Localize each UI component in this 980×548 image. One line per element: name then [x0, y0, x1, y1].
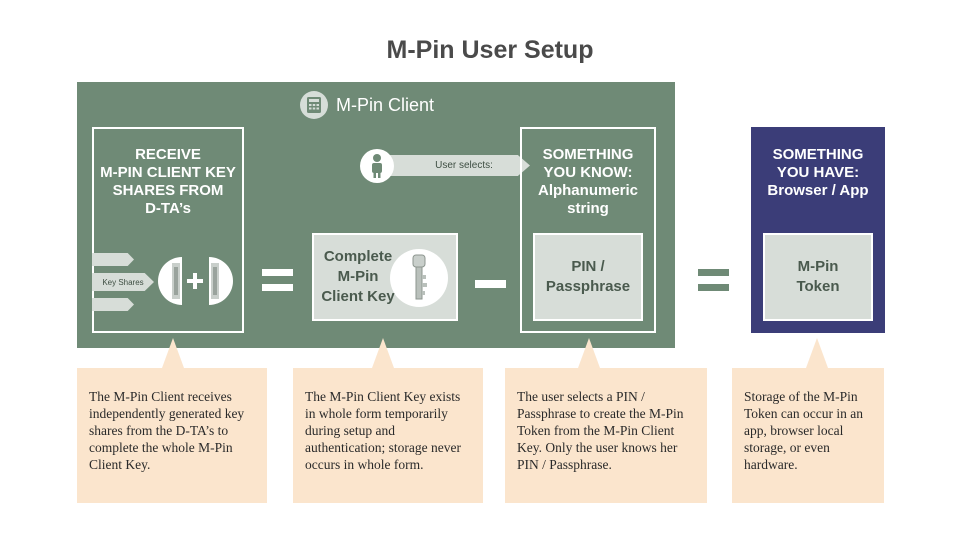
pin-passphrase-label: PIN / Passphrase: [545, 258, 631, 295]
callout-pointer-1: [162, 338, 184, 368]
something-you-know-box: [520, 127, 656, 333]
callout-pointer-2: [372, 338, 394, 368]
key-icon: [390, 249, 448, 307]
complete-client-key-label: Complete M-Pin Client Key: [321, 248, 395, 305]
equals-sign-1-bottom: [262, 284, 293, 291]
callout-pointer-3: [578, 338, 600, 368]
something-you-have-heading: SOMETHING YOU HAVE: Browser / App: [767, 146, 869, 199]
receive-shares-heading: RECEIVE M-PIN CLIENT KEY SHARES FROM D-T…: [100, 146, 236, 217]
key-share-arrow-top: [92, 253, 134, 266]
user-selects-label: User selects:: [435, 160, 493, 171]
key-shares-arrow: Key Shares: [92, 273, 154, 291]
key-half-left-icon: [158, 257, 182, 305]
client-header: M-Pin Client: [300, 90, 434, 120]
user-selects-arrow: User selects:: [378, 155, 530, 176]
pin-passphrase-box: PIN / Passphrase: [533, 233, 643, 321]
equals-sign-2-top: [698, 269, 729, 276]
m-pin-token-box: M-Pin Token: [763, 233, 873, 321]
user-icon: [360, 149, 394, 183]
callout-pointer-4: [806, 338, 828, 368]
equals-sign-1-top: [262, 269, 293, 276]
complete-client-key-box: Complete M-Pin Client Key: [312, 233, 458, 321]
calculator-icon: [300, 91, 328, 119]
key-shares-label: Key Shares: [102, 277, 144, 287]
equals-sign-2-bottom: [698, 284, 729, 291]
m-pin-token-label: M-Pin Token: [796, 258, 840, 295]
key-half-right-icon: [209, 257, 233, 305]
callout-pin-passphrase: The user selects a PIN / Passphrase to c…: [505, 368, 707, 503]
minus-sign: [475, 280, 506, 288]
callout-complete-key: The M-Pin Client Key exists in whole for…: [293, 368, 483, 503]
something-you-know-heading: SOMETHING YOU KNOW: Alphanumeric string: [537, 146, 639, 217]
key-share-arrow-bottom: [92, 298, 134, 311]
plus-icon: [187, 273, 203, 289]
page-title: M-Pin User Setup: [386, 36, 594, 64]
receive-shares-box: [92, 127, 244, 333]
callout-receive-shares: The M-Pin Client receives independently …: [77, 368, 267, 503]
client-label: M-Pin Client: [336, 94, 435, 115]
callout-m-pin-token: Storage of the M-Pin Token can occur in …: [732, 368, 884, 503]
